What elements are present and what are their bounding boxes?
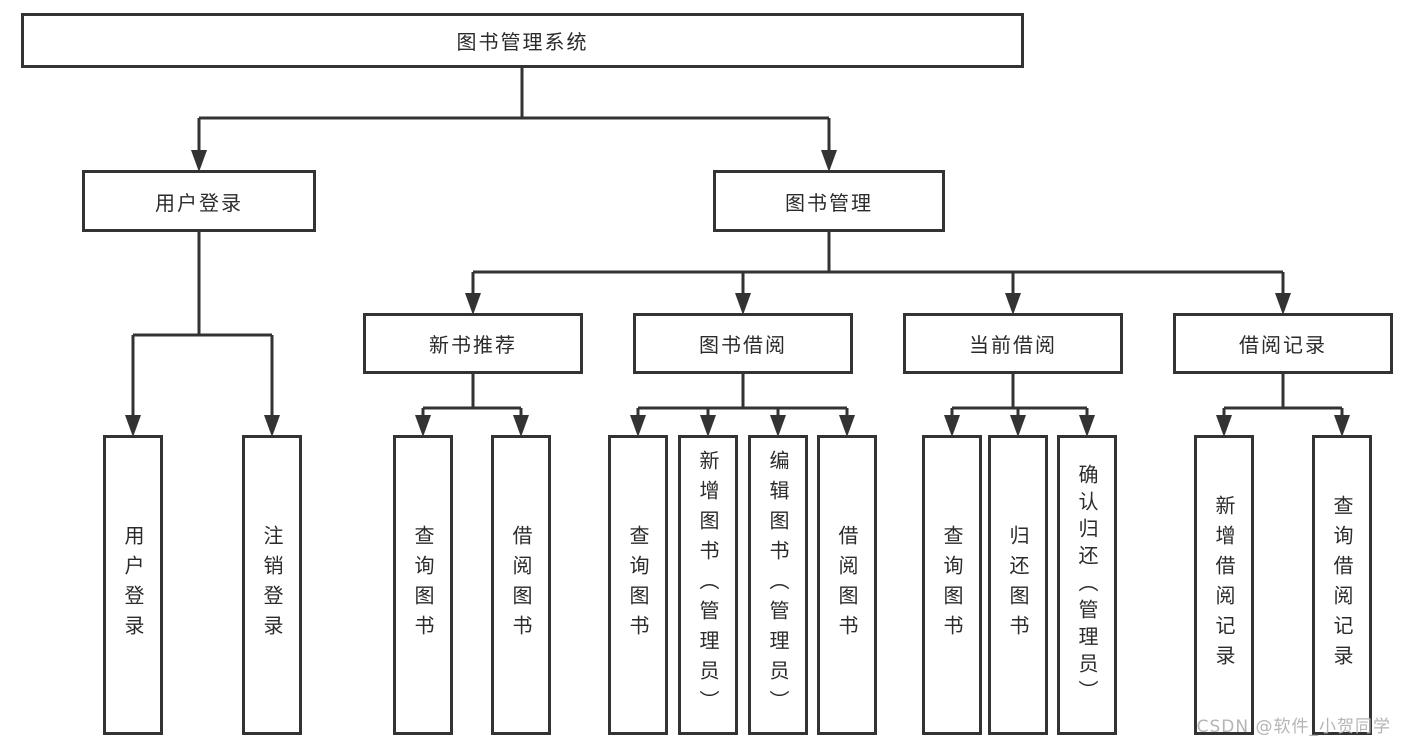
csdn-watermark: CSDN @软件_小贺同学	[1196, 717, 1391, 737]
node-label: 图书借阅	[699, 333, 787, 357]
leaf-query-books-recommend: 查询图书	[393, 435, 453, 735]
leaf-add-borrow-record: 新增借阅记录	[1194, 435, 1254, 735]
node-label: 借阅图书	[835, 525, 859, 645]
node-current-borrow: 当前借阅	[903, 313, 1123, 374]
node-label: 查询图书	[940, 525, 964, 645]
leaf-add-books-admin: 新增图书（管理员）	[678, 435, 738, 735]
node-label: 确认归还（管理员）	[1075, 463, 1099, 707]
node-label: 注销登录	[260, 525, 284, 645]
node-label: 图书管理	[785, 190, 873, 215]
node-label: 用户登录	[155, 190, 243, 215]
leaf-user-login: 用户登录	[103, 435, 163, 735]
leaf-logout: 注销登录	[242, 435, 302, 735]
node-label: 用户登录	[121, 525, 145, 645]
leaf-return-books: 归还图书	[988, 435, 1048, 735]
leaf-query-borrow-record: 查询借阅记录	[1312, 435, 1372, 735]
node-label: 借阅记录	[1239, 333, 1327, 357]
node-label: 图书管理系统	[456, 30, 589, 54]
node-label: 借阅图书	[509, 525, 533, 645]
leaf-edit-books-admin: 编辑图书（管理员）	[748, 435, 808, 735]
node-new-book-recommend: 新书推荐	[363, 313, 583, 374]
node-label: 新增图书（管理员）	[696, 450, 720, 720]
node-user-login: 用户登录	[82, 170, 316, 232]
leaf-query-books-borrow: 查询图书	[608, 435, 668, 735]
node-label: 查询借阅记录	[1330, 495, 1354, 675]
node-label: 新书推荐	[429, 333, 517, 357]
node-label: 编辑图书（管理员）	[766, 450, 790, 720]
node-label: 新增借阅记录	[1212, 495, 1236, 675]
node-label: 归还图书	[1006, 525, 1030, 645]
leaf-borrow-books: 借阅图书	[817, 435, 877, 735]
node-book-borrow: 图书借阅	[633, 313, 853, 374]
node-label: 当前借阅	[969, 333, 1057, 357]
leaf-query-books-current: 查询图书	[922, 435, 982, 735]
node-library-management-system: 图书管理系统	[21, 13, 1024, 68]
node-borrow-records: 借阅记录	[1173, 313, 1393, 374]
node-label: 查询图书	[626, 525, 650, 645]
leaf-confirm-return-admin: 确认归还（管理员）	[1057, 435, 1117, 735]
leaf-borrow-books-recommend: 借阅图书	[491, 435, 551, 735]
node-book-management: 图书管理	[713, 170, 945, 232]
node-label: 查询图书	[411, 525, 435, 645]
